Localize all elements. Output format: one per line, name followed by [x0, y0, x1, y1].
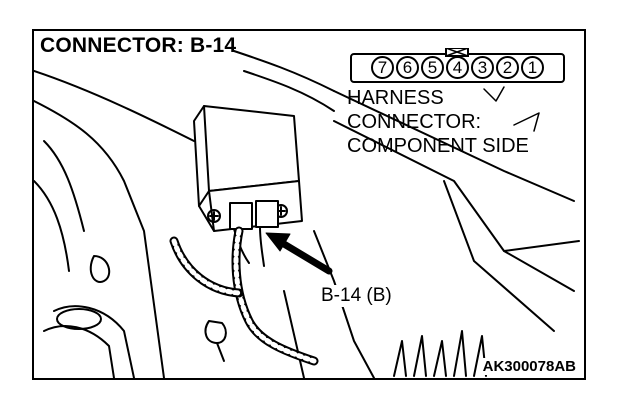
figure-code: AK300078AB [480, 358, 578, 375]
connector-pin: 4 [446, 55, 469, 79]
connector-pin: 1 [521, 55, 544, 79]
harness-label-line1: HARNESS [347, 87, 444, 109]
connector-pin: 3 [471, 55, 494, 79]
connector-callout-label: B-14 (B) [319, 285, 394, 307]
harness-connector-face: 7 6 5 4 3 2 1 [350, 48, 565, 86]
harness-label-line3: COMPONENT SIDE [347, 135, 529, 157]
connector-pin-row: 7 6 5 4 3 2 1 [350, 52, 565, 82]
connector-pin: 7 [371, 55, 394, 79]
harness-label-line2: CONNECTOR: [347, 111, 482, 133]
harness-connector-label: HARNESS CONNECTOR: COMPONENT SIDE [347, 86, 529, 158]
connector-title: CONNECTOR: B-14 [40, 34, 237, 57]
engine-bay-illustration [34, 50, 580, 378]
diagram-frame: CONNECTOR: B-14 7 6 5 4 3 2 1 HARNESS CO… [32, 29, 586, 380]
connector-pin: 5 [421, 55, 444, 79]
connector-pin: 2 [496, 55, 519, 79]
connector-pin: 6 [396, 55, 419, 79]
